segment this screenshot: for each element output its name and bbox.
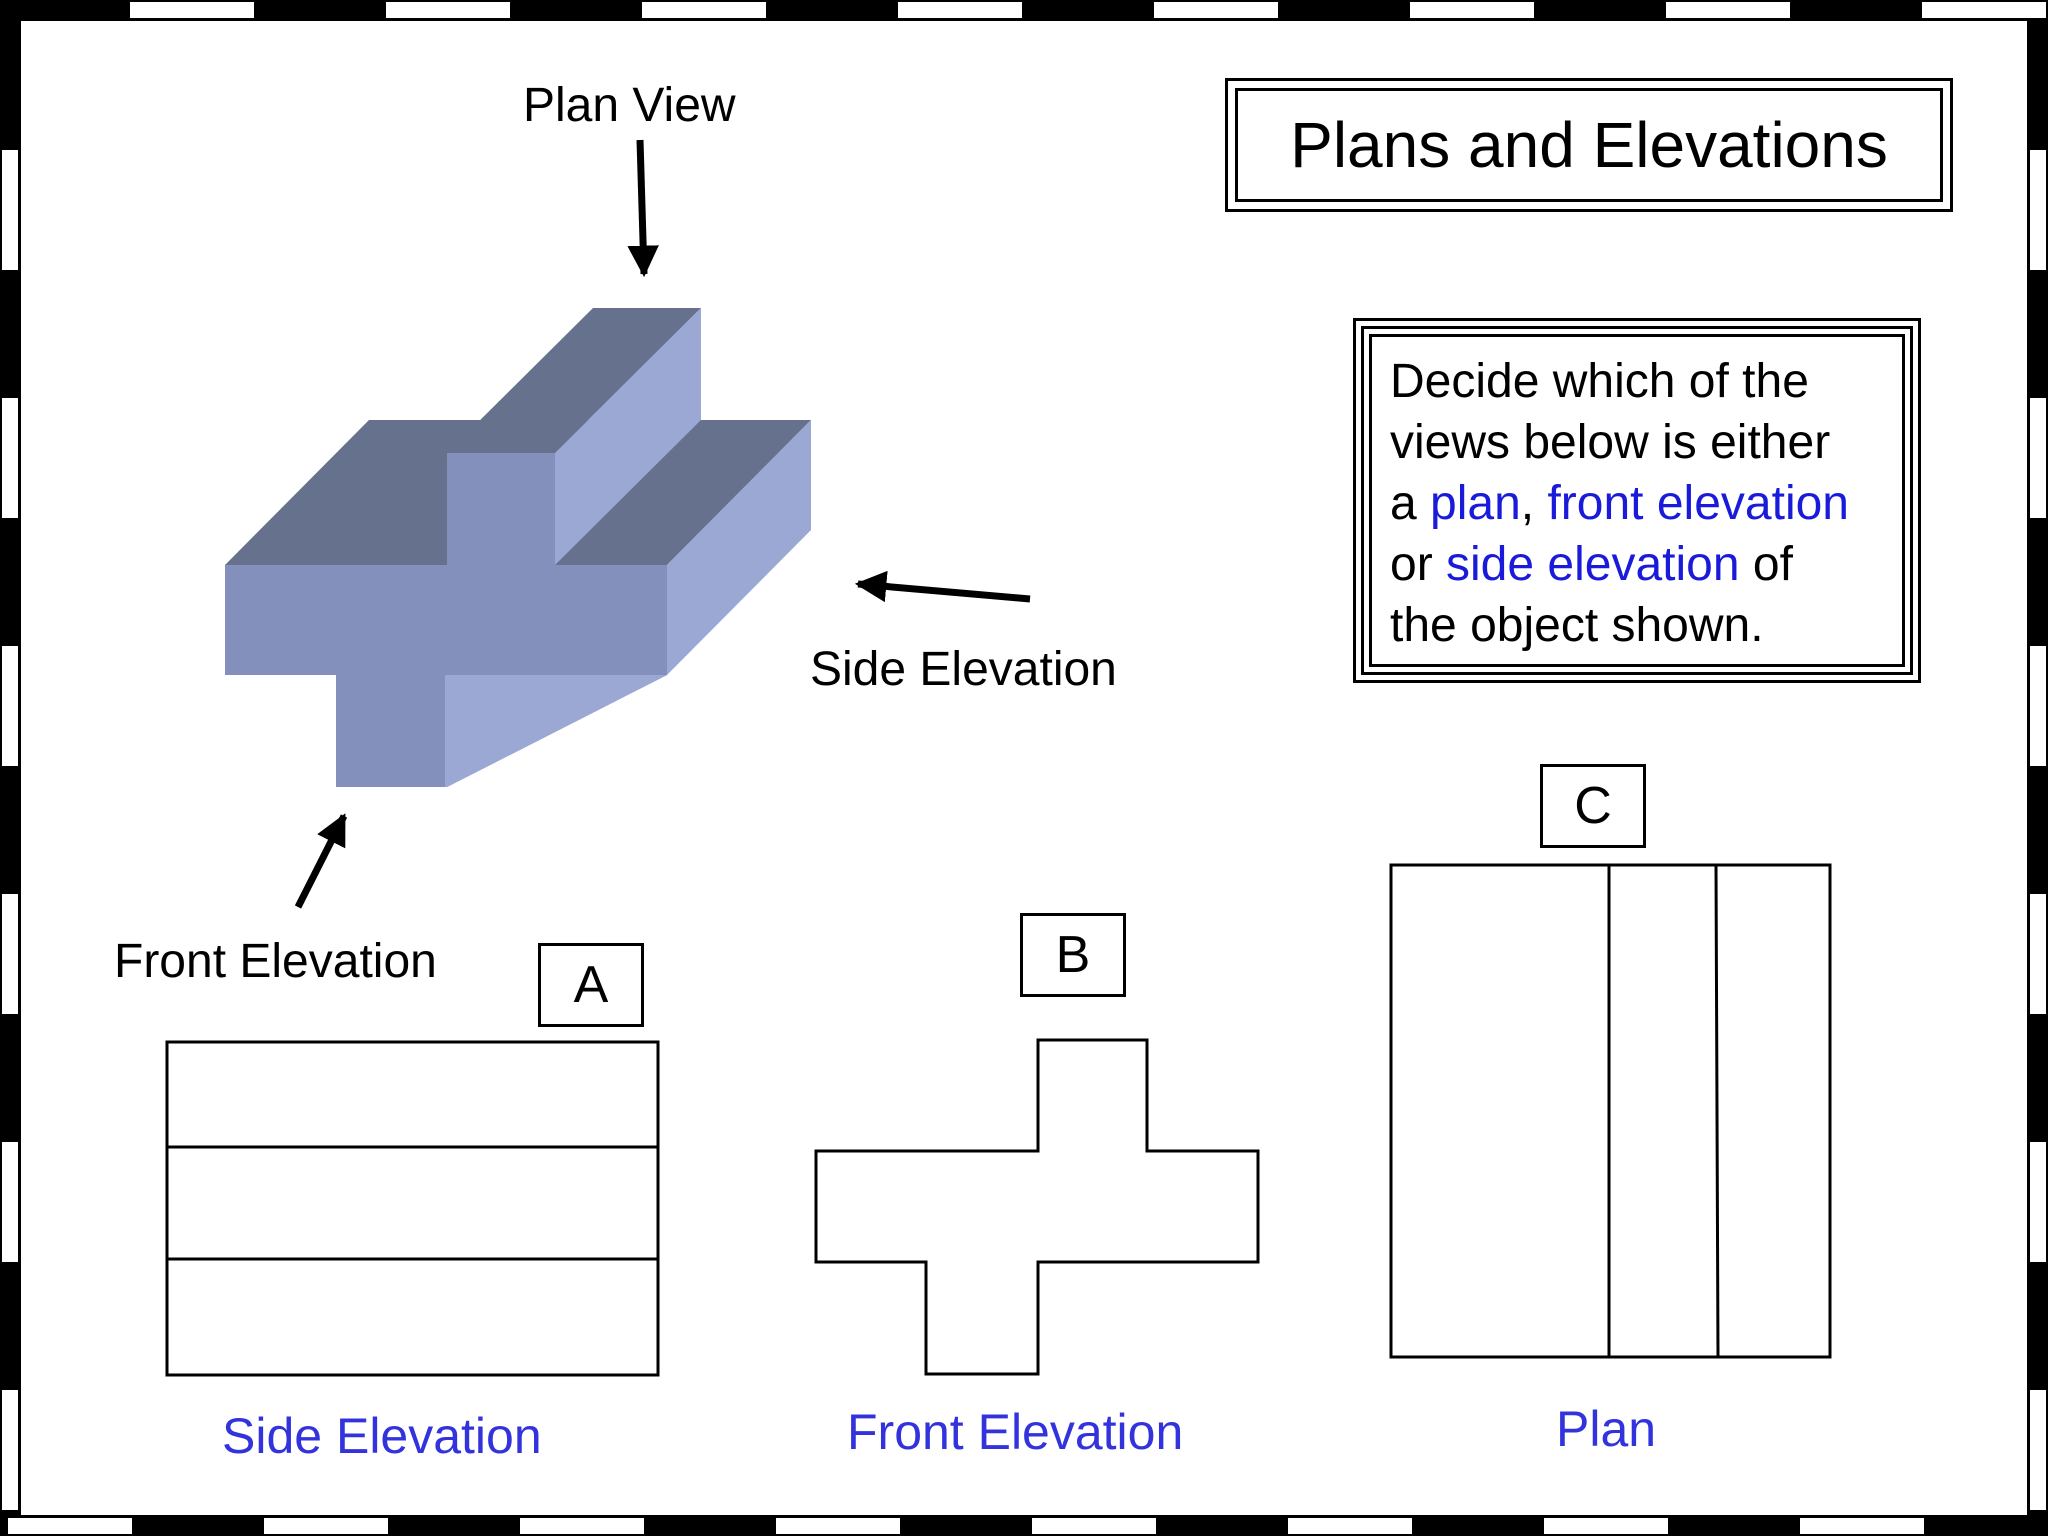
view-c-answer: Plan	[1556, 1401, 1657, 1457]
front-elevation-arrow	[294, 813, 348, 909]
instruction-side-elevation: side elevation	[1446, 538, 1740, 591]
instructions-box: Decide which of the views below is eithe…	[1353, 318, 1921, 683]
3d-cross-object	[225, 308, 811, 787]
object-top-face-vertical-bar	[447, 308, 701, 453]
view-b-answer: Front Elevation	[847, 1404, 1184, 1460]
object-front-face	[225, 453, 667, 787]
view-b-letter: B	[1020, 913, 1126, 997]
page-title: Plans and Elevations	[1235, 88, 1943, 202]
instructions-text: Decide which of the views below is eithe…	[1369, 334, 1905, 667]
view-b-drawing	[814, 1038, 1260, 1376]
object-side-face-right	[667, 420, 811, 675]
instruction-front-elevation: front elevation	[1547, 477, 1849, 530]
title-box: Plans and Elevations	[1225, 78, 1953, 212]
side-elevation-label: Side Elevation	[810, 643, 1117, 696]
view-a-answer: Side Elevation	[222, 1408, 542, 1464]
side-elevation-arrow	[854, 570, 1031, 603]
front-elevation-label: Front Elevation	[114, 935, 437, 988]
plan-view-label: Plan View	[523, 79, 736, 132]
plan-view-arrow	[627, 139, 659, 278]
view-a-letter: A	[538, 943, 644, 1027]
view-c-letter: C	[1540, 764, 1646, 848]
object-side-face-vertical-top	[555, 308, 701, 565]
instruction-plan: plan	[1430, 477, 1521, 530]
view-c-drawing	[1389, 863, 1832, 1359]
view-a-drawing	[165, 1040, 660, 1377]
